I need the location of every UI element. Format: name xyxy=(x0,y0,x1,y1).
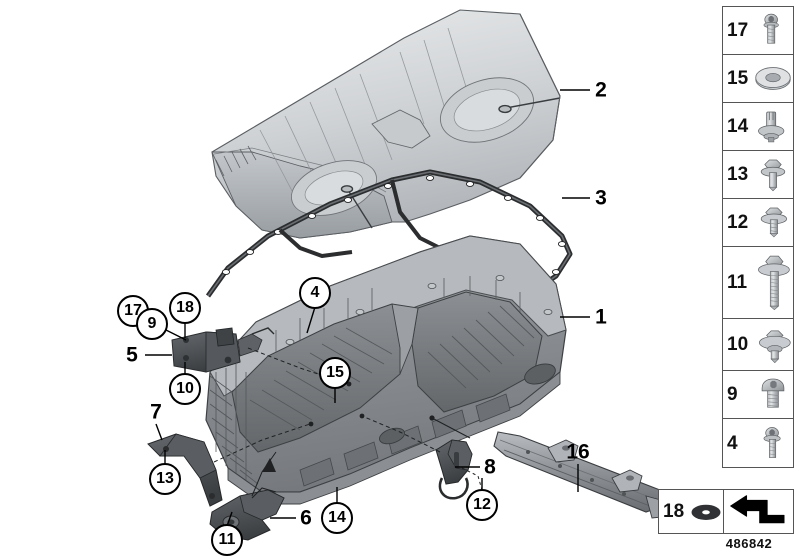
callout-8[interactable]: 8 xyxy=(484,455,496,479)
callout-9[interactable]: 9 xyxy=(136,308,168,340)
legend-number-15: 15 xyxy=(727,68,749,89)
legend-row-4[interactable]: 4 xyxy=(723,419,793,467)
legend-number-14: 14 xyxy=(727,116,749,137)
legend-row-15[interactable]: 15 xyxy=(723,55,793,103)
legend-number-18: 18 xyxy=(663,501,685,522)
direction-arrow-icon xyxy=(724,490,793,533)
diagram-number: 486842 xyxy=(725,536,773,551)
part-mounting-clamp xyxy=(359,413,483,500)
callout-leader-lines xyxy=(145,89,590,527)
flat-washer-icon xyxy=(753,55,793,102)
legend-row-9[interactable]: 9 xyxy=(723,371,793,419)
callout-4[interactable]: 4 xyxy=(299,277,331,309)
callout-15[interactable]: 15 xyxy=(319,357,351,389)
legend-row-12[interactable]: 12 xyxy=(723,199,793,247)
callout-13[interactable]: 13 xyxy=(149,463,181,495)
hex-flange-screw-icon xyxy=(753,151,793,198)
hex-collar-bolt-icon xyxy=(753,319,793,370)
callout-1[interactable]: 1 xyxy=(595,305,607,329)
long-hex-flange-bolt-icon xyxy=(753,247,793,318)
callout-5[interactable]: 5 xyxy=(126,343,138,367)
legend-number-4: 4 xyxy=(727,432,738,454)
parts-legend: 17 15 14 13 12 11 10 9 4 xyxy=(722,6,794,468)
part-battery-housing-cover xyxy=(211,9,561,239)
legend-number-10: 10 xyxy=(727,334,749,355)
callout-3[interactable]: 3 xyxy=(595,186,607,210)
pan-head-torx-screw-icon xyxy=(753,371,793,418)
part-connector-bracket xyxy=(171,327,352,387)
legend-row-18[interactable]: 18 xyxy=(659,490,724,533)
leader-line-7 xyxy=(155,423,163,441)
legend-row-13[interactable]: 13 xyxy=(723,151,793,199)
callout-10[interactable]: 10 xyxy=(169,373,201,405)
callout-18[interactable]: 18 xyxy=(169,292,201,324)
callout-7[interactable]: 7 xyxy=(150,400,162,424)
leader-line-9 xyxy=(165,329,187,341)
leader-line-11 xyxy=(226,511,233,527)
torx-flange-bolt-icon xyxy=(753,7,793,54)
expanding-rivet-icon xyxy=(753,103,793,150)
legend-number-9: 9 xyxy=(727,384,738,405)
legend-bottom-box: 18 xyxy=(658,489,794,534)
legend-row-11[interactable]: 11 xyxy=(723,247,793,319)
legend-row-17[interactable]: 17 xyxy=(723,7,793,55)
torx-flange-screw-icon xyxy=(753,419,793,467)
legend-number-17: 17 xyxy=(727,20,749,41)
legend-row-14[interactable]: 14 xyxy=(723,103,793,151)
part-side-support-bracket xyxy=(147,421,314,507)
hex-washer-bolt-icon xyxy=(753,199,793,246)
callout-16[interactable]: 16 xyxy=(566,440,590,464)
legend-row-10[interactable]: 10 xyxy=(723,319,793,371)
part-housing-gasket-seal xyxy=(205,169,573,303)
dark-flat-washer-icon xyxy=(689,490,723,533)
callout-12[interactable]: 12 xyxy=(466,489,498,521)
legend-number-11: 11 xyxy=(727,272,748,293)
callout-14[interactable]: 14 xyxy=(321,502,353,534)
callout-11[interactable]: 11 xyxy=(211,524,243,556)
legend-number-12: 12 xyxy=(727,212,749,233)
part-battery-housing-tray xyxy=(205,235,567,505)
leader-line-4 xyxy=(306,306,316,334)
callout-6[interactable]: 6 xyxy=(300,506,312,530)
legend-number-13: 13 xyxy=(727,164,749,185)
callout-2[interactable]: 2 xyxy=(595,78,607,102)
